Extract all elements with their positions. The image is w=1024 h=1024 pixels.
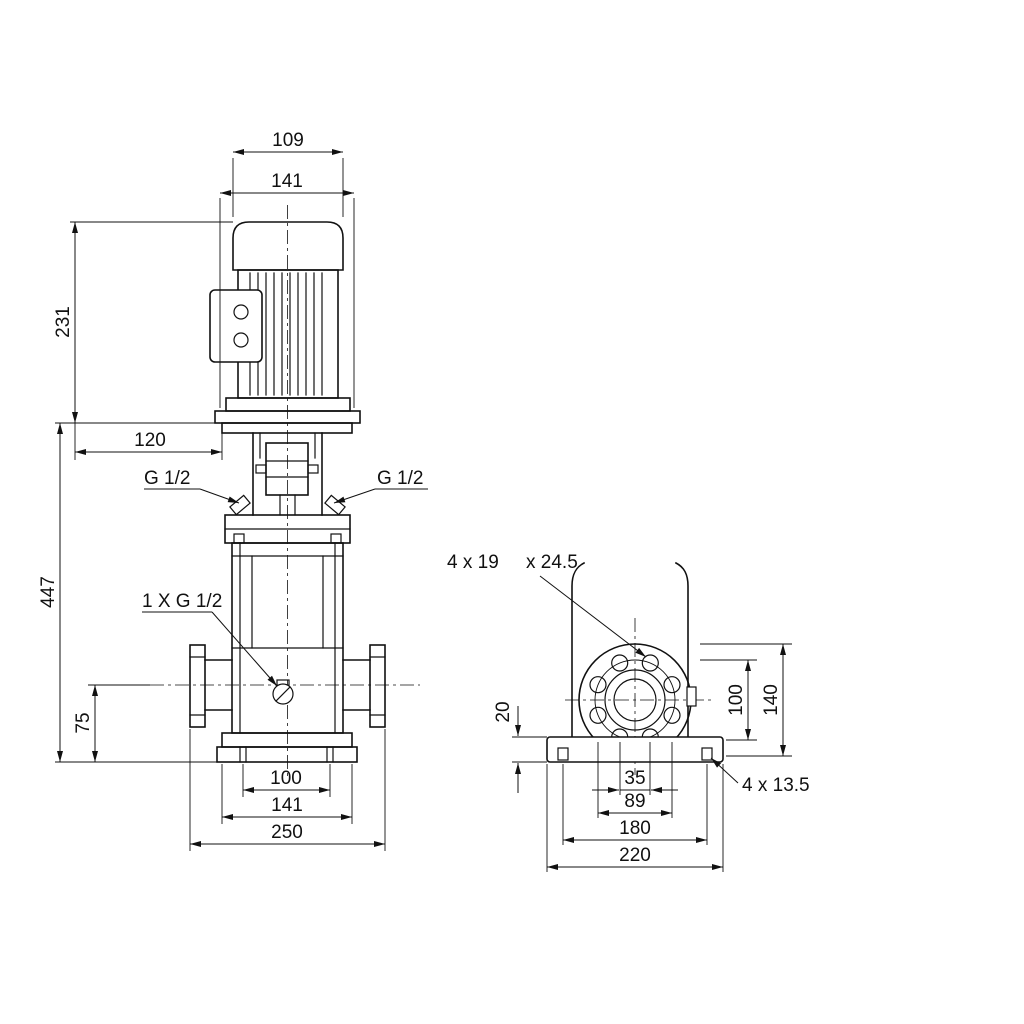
side-view xyxy=(546,561,724,775)
staybolt-nut xyxy=(330,533,342,544)
stool-top-plate xyxy=(221,422,353,434)
dim-hole-pair-span: 89 xyxy=(624,791,645,812)
staybolt-nut xyxy=(233,533,245,544)
dim-port-to-port: 250 xyxy=(271,822,303,843)
dim-port-height: 75 xyxy=(73,712,94,733)
vent-plug-left xyxy=(229,494,251,516)
coupling xyxy=(265,442,309,496)
terminal-box-screw xyxy=(233,304,249,320)
raised-face xyxy=(604,669,666,731)
base-upper xyxy=(221,732,353,748)
label-drain: 1 X G 1/2 xyxy=(142,591,222,612)
vent-plug-right xyxy=(324,494,346,516)
base-plate xyxy=(216,746,358,763)
base-bolt-slot xyxy=(557,747,569,761)
label-port-right: G 1/2 xyxy=(377,468,423,489)
column-left-edge xyxy=(571,561,586,738)
motor-flange xyxy=(225,397,351,412)
front-view xyxy=(150,205,420,778)
dim-bolt-circle: 100 xyxy=(726,684,747,716)
coupling-screw xyxy=(307,464,319,474)
side-view-dimensions: 4 x 19 x 24.5 20 100 140 35 89 180 220 4… xyxy=(447,552,810,872)
flange-right xyxy=(369,644,386,728)
side-base-plate xyxy=(546,736,724,763)
base-bolt-slot xyxy=(701,747,713,761)
dim-base-hole-spacing: 180 xyxy=(619,818,651,839)
front-view-dimensions: 109 141 231 447 75 120 100 141 250 G 1/2… xyxy=(38,130,428,851)
label-base-holes: 4 x 13.5 xyxy=(742,775,810,796)
dim-motor-height: 231 xyxy=(53,306,74,338)
column-right-edge xyxy=(674,561,689,738)
terminal-box-screw xyxy=(233,332,249,348)
gauge-tap xyxy=(686,686,697,707)
dim-flange-od: 140 xyxy=(761,684,782,716)
dim-offset: 120 xyxy=(134,430,166,451)
dim-base-width: 141 xyxy=(271,795,303,816)
coupling-screw xyxy=(255,464,267,474)
dim-cap-width: 109 xyxy=(272,130,304,151)
dim-motor-width: 141 xyxy=(271,171,303,192)
terminal-box xyxy=(209,289,263,363)
dim-hole-pair-width: 35 xyxy=(624,768,645,789)
flange-left xyxy=(189,644,206,728)
dim-base-length: 220 xyxy=(619,845,651,866)
dim-total-height: 447 xyxy=(38,576,59,608)
label-flange-counterbore: x 24.5 xyxy=(526,552,578,573)
label-port-left: G 1/2 xyxy=(144,468,190,489)
motor-fan-cover xyxy=(232,221,344,271)
dim-base-slot-span: 100 xyxy=(270,768,302,789)
label-flange-holes: 4 x 19 xyxy=(447,552,499,573)
bore xyxy=(613,678,657,722)
dim-base-thickness: 20 xyxy=(493,701,514,722)
